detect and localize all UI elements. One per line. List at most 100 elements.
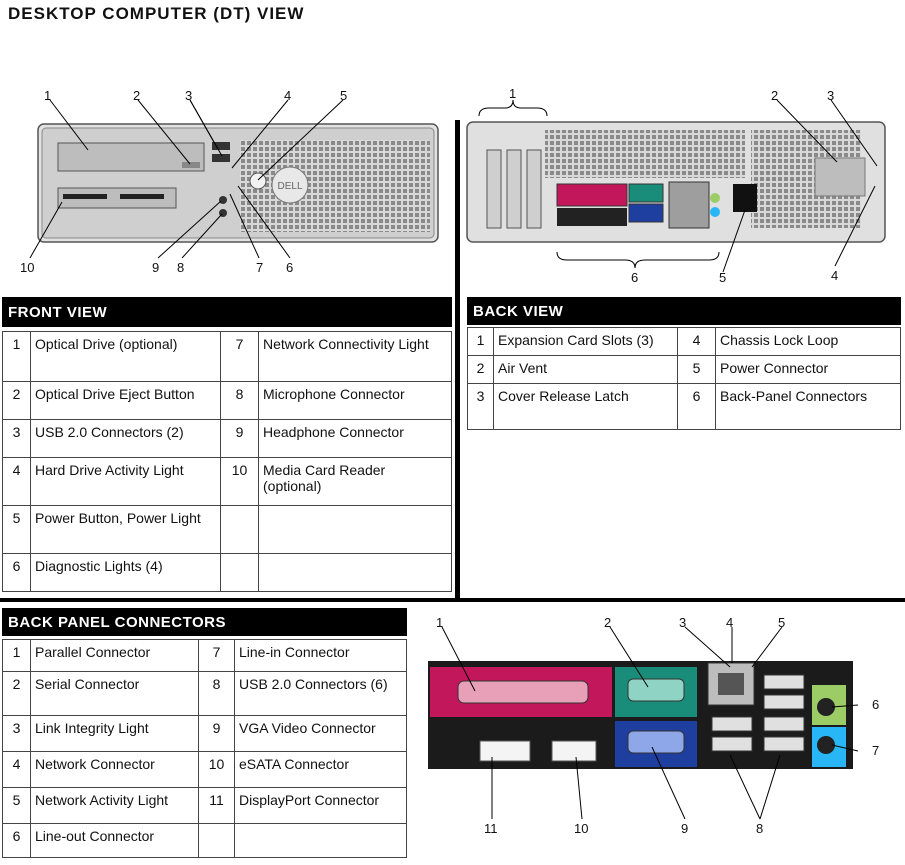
row-label: Chassis Lock Loop xyxy=(715,327,901,356)
row-number: 4 xyxy=(677,327,716,356)
back-callout-4: 4 xyxy=(831,268,839,283)
back-view-header: BACK VIEW xyxy=(467,297,901,325)
front-view-table: 1 Optical Drive (optional) 7 Network Con… xyxy=(2,331,452,592)
row-number: 11 xyxy=(198,787,235,824)
row-label: VGA Video Connector xyxy=(234,715,407,752)
row-number: 7 xyxy=(198,639,235,672)
row-label: Diagnostic Lights (4) xyxy=(30,553,221,592)
back-chassis-drawing xyxy=(466,99,886,273)
row-number: 5 xyxy=(2,787,31,824)
back-panel-illustration: 1 2 3 4 5 6 7 11 10 9 8 xyxy=(420,615,900,840)
front-callout-4: 4 xyxy=(284,88,292,103)
table-row: 1 Optical Drive (optional) 7 Network Con… xyxy=(2,331,452,382)
front-chassis-drawing: DELL xyxy=(29,99,439,259)
row-label xyxy=(258,505,452,554)
page-title: DESKTOP COMPUTER (DT) VIEW xyxy=(8,4,305,23)
row-number: 9 xyxy=(220,419,259,458)
row-number xyxy=(220,553,259,592)
front-callout-6: 6 xyxy=(286,260,294,275)
row-number: 6 xyxy=(677,383,716,430)
front-view-header: FRONT VIEW xyxy=(2,297,452,327)
front-view-illustration: DELL 1 2 3 4 5 10 9 8 7 6 xyxy=(0,80,455,290)
row-number: 1 xyxy=(467,327,494,356)
back-panel-header: BACK PANEL CONNECTORS xyxy=(2,608,407,636)
row-number xyxy=(220,505,259,554)
back-view-table: 1 Expansion Card Slots (3) 4 Chassis Loc… xyxy=(467,327,901,430)
table-row: 2 Air Vent 5 Power Connector xyxy=(467,355,901,384)
row-label: Parallel Connector xyxy=(30,639,199,672)
row-label: Air Vent xyxy=(493,355,678,384)
row-label: Microphone Connector xyxy=(258,381,452,420)
row-label: Link Integrity Light xyxy=(30,715,199,752)
row-label: Optical Drive (optional) xyxy=(30,331,221,382)
row-label: Network Connector xyxy=(30,751,199,788)
table-row: 1 Expansion Card Slots (3) 4 Chassis Loc… xyxy=(467,327,901,356)
panel-callout-4: 4 xyxy=(726,615,734,630)
back-callout-6: 6 xyxy=(631,270,639,285)
table-row: 3 Link Integrity Light 9 VGA Video Conne… xyxy=(2,715,407,752)
panel-callout-8: 8 xyxy=(756,821,764,836)
row-label: Headphone Connector xyxy=(258,419,452,458)
table-row: 2 Optical Drive Eject Button 8 Microphon… xyxy=(2,381,452,420)
row-number: 3 xyxy=(467,383,494,430)
row-number: 7 xyxy=(220,331,259,382)
row-number: 4 xyxy=(2,457,31,506)
row-label: DisplayPort Connector xyxy=(234,787,407,824)
row-number: 10 xyxy=(198,751,235,788)
row-label: Optical Drive Eject Button xyxy=(30,381,221,420)
table-row: 5 Network Activity Light 11 DisplayPort … xyxy=(2,787,407,824)
row-label: eSATA Connector xyxy=(234,751,407,788)
back-panel-table: 1 Parallel Connector 7 Line-in Connector… xyxy=(2,639,407,858)
back-callout-3: 3 xyxy=(827,88,835,103)
panel-callout-5: 5 xyxy=(778,615,786,630)
row-number: 8 xyxy=(198,671,235,716)
row-number: 3 xyxy=(2,715,31,752)
row-number: 8 xyxy=(220,381,259,420)
front-callout-10: 10 xyxy=(20,260,35,275)
row-number: 2 xyxy=(467,355,494,384)
row-label: Network Connectivity Light xyxy=(258,331,452,382)
row-label: Cover Release Latch xyxy=(493,383,678,430)
table-row: 4 Hard Drive Activity Light 10 Media Car… xyxy=(2,457,452,506)
front-callout-9: 9 xyxy=(152,260,160,275)
row-label: USB 2.0 Connectors (6) xyxy=(234,671,407,716)
back-view-illustration: 1 2 3 4 5 6 xyxy=(465,86,900,286)
panel-callout-7: 7 xyxy=(872,743,880,758)
table-row: 3 USB 2.0 Connectors (2) 9 Headphone Con… xyxy=(2,419,452,458)
panel-callout-6: 6 xyxy=(872,697,880,712)
table-row: 2 Serial Connector 8 USB 2.0 Connectors … xyxy=(2,671,407,716)
front-callout-5: 5 xyxy=(340,88,348,103)
panel-callout-9: 9 xyxy=(681,821,689,836)
table-row: 6 Diagnostic Lights (4) xyxy=(2,553,452,592)
table-row: 1 Parallel Connector 7 Line-in Connector xyxy=(2,639,407,672)
row-label: Power Button, Power Light xyxy=(30,505,221,554)
panel-callout-11: 11 xyxy=(484,821,498,836)
row-number: 4 xyxy=(2,751,31,788)
row-number: 6 xyxy=(2,553,31,592)
back-callout-5: 5 xyxy=(719,270,727,285)
front-callout-2: 2 xyxy=(133,88,141,103)
row-label: Media Card Reader (optional) xyxy=(258,457,452,506)
row-label: Line-in Connector xyxy=(234,639,407,672)
horizontal-divider xyxy=(0,598,905,602)
row-number: 3 xyxy=(2,419,31,458)
row-number: 10 xyxy=(220,457,259,506)
table-row: 4 Network Connector 10 eSATA Connector xyxy=(2,751,407,788)
row-number: 9 xyxy=(198,715,235,752)
row-number xyxy=(198,823,235,858)
table-row: 3 Cover Release Latch 6 Back-Panel Conne… xyxy=(467,383,901,430)
row-label: Power Connector xyxy=(715,355,901,384)
row-number: 6 xyxy=(2,823,31,858)
row-number: 2 xyxy=(2,381,31,420)
table-row: 6 Line-out Connector xyxy=(2,823,407,858)
row-number: 1 xyxy=(2,639,31,672)
row-label: Expansion Card Slots (3) xyxy=(493,327,678,356)
panel-callout-1: 1 xyxy=(436,615,444,630)
row-label: USB 2.0 Connectors (2) xyxy=(30,419,221,458)
row-label: Network Activity Light xyxy=(30,787,199,824)
row-label: Line-out Connector xyxy=(30,823,199,858)
row-label: Hard Drive Activity Light xyxy=(30,457,221,506)
panel-callout-2: 2 xyxy=(604,615,612,630)
dell-logo: DELL xyxy=(277,181,302,192)
row-label xyxy=(234,823,407,858)
